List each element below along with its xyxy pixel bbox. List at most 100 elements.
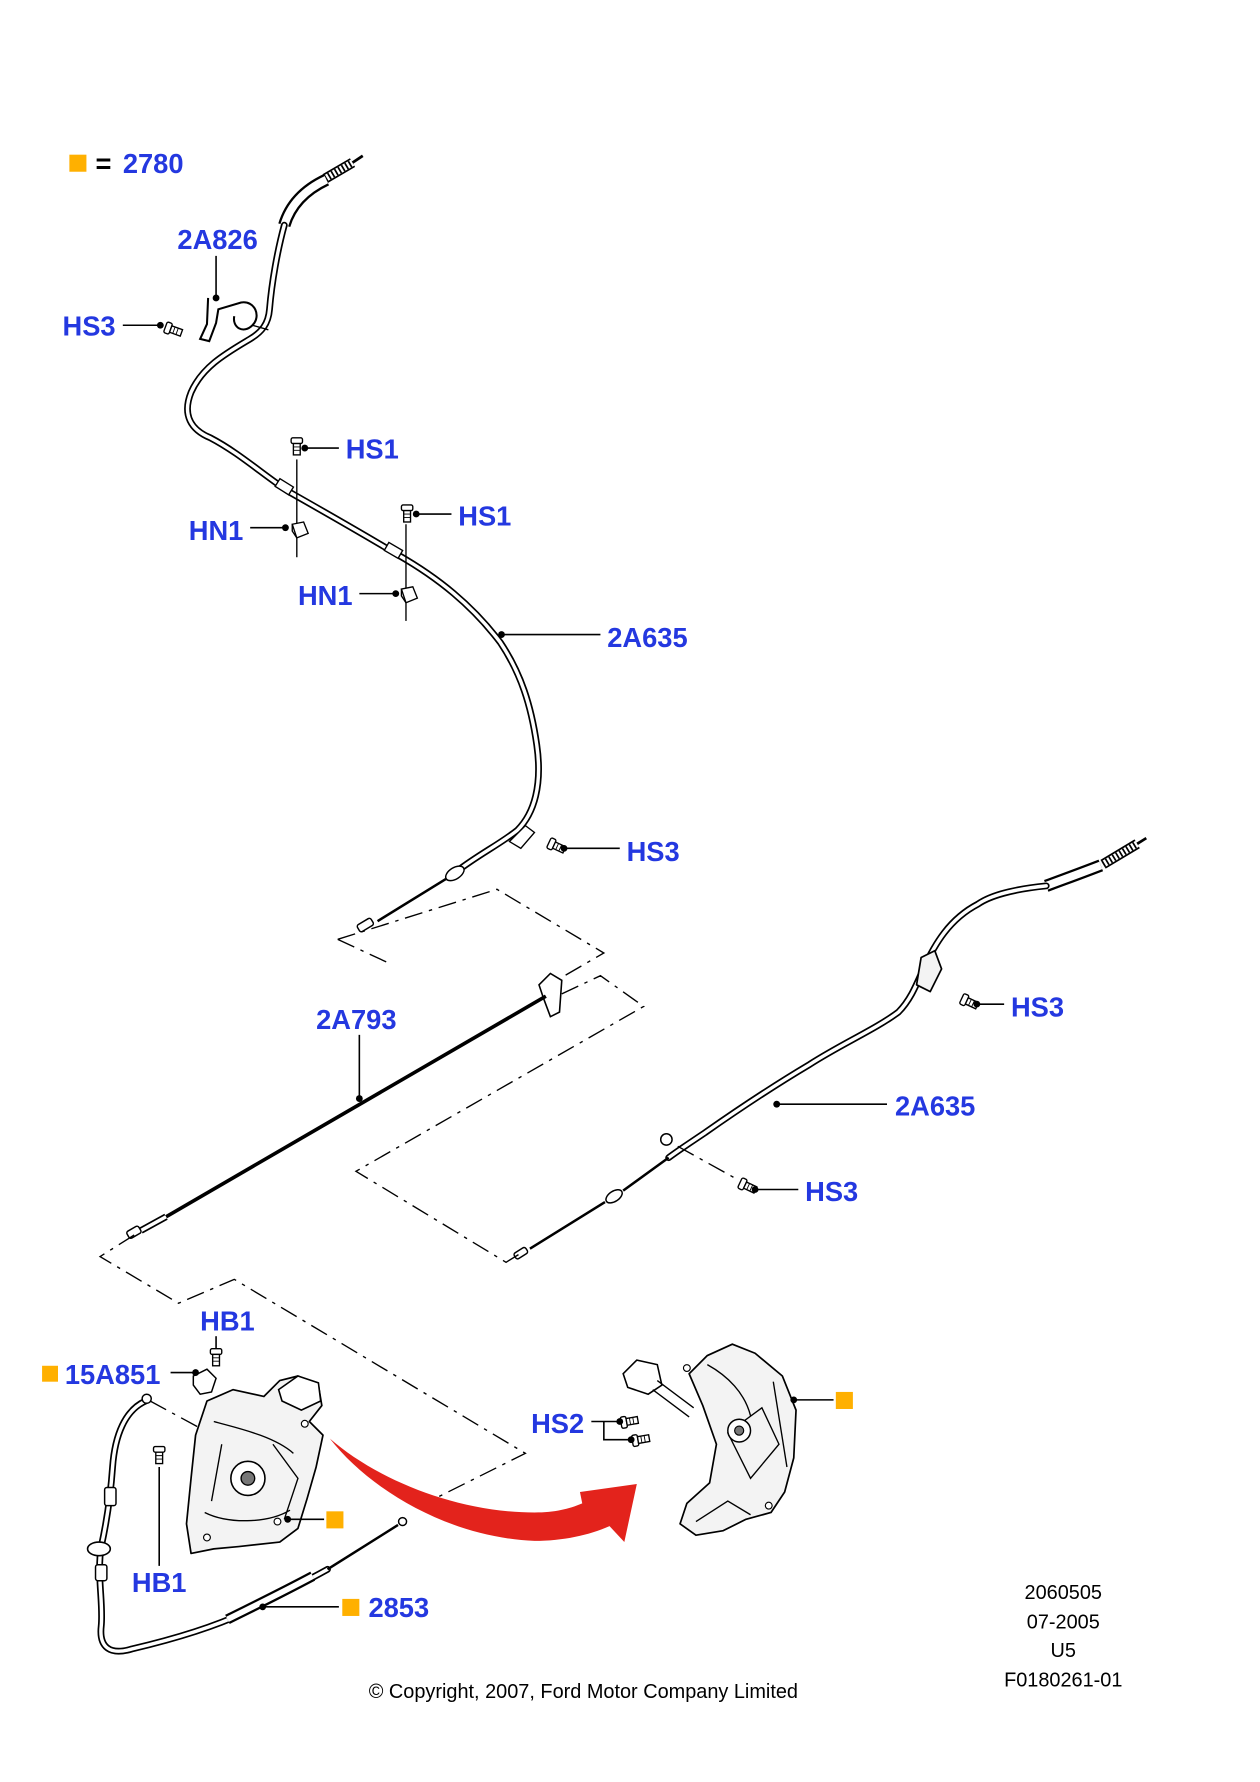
leader-dot xyxy=(973,1000,981,1008)
cable-end xyxy=(397,1516,408,1527)
reference-line: F0180261-01 xyxy=(1004,1669,1122,1691)
callout-rear-cable-lower-screw: HS3 xyxy=(751,1176,858,1207)
cable-bracket xyxy=(198,297,258,343)
cable-end-fitting xyxy=(356,917,375,933)
connection-line xyxy=(149,1400,206,1432)
nut-clip-icon xyxy=(291,521,309,539)
leader-dot xyxy=(790,1396,798,1404)
cable-bracket xyxy=(622,1359,663,1396)
leader-dot xyxy=(156,321,164,329)
orange-marker xyxy=(42,1365,58,1382)
screw-icon xyxy=(400,504,414,523)
callout-label: HS1 xyxy=(346,433,399,464)
callout-label: HS3 xyxy=(1011,992,1064,1023)
cable-stub xyxy=(652,1380,695,1418)
callout-label: 2A826 xyxy=(177,224,257,255)
callout-label: HS3 xyxy=(805,1176,858,1207)
ferrule xyxy=(103,1486,117,1507)
leader-dot xyxy=(751,1186,759,1193)
threaded-end-inner xyxy=(1101,840,1139,868)
bolt-icon xyxy=(209,1348,223,1367)
rivet xyxy=(273,1517,282,1526)
parking-brake-lever-detail xyxy=(619,1343,797,1537)
cable-end-fitting xyxy=(513,1246,529,1260)
callout-rear-cable-upper-screw: HS3 xyxy=(973,992,1064,1023)
parking-brake-lever-assembly xyxy=(152,1348,324,1555)
equalizer-bracket xyxy=(538,972,563,1018)
connection-line xyxy=(677,1145,740,1182)
leader-dot xyxy=(259,1603,267,1611)
bracket-to-cable xyxy=(252,324,269,331)
cable-sheath xyxy=(184,221,542,875)
leader-dot xyxy=(627,1436,635,1444)
direction-arrow xyxy=(329,1438,637,1543)
callout-label: HS1 xyxy=(458,500,511,531)
rivet xyxy=(682,1364,691,1373)
callout-label: HB1 xyxy=(132,1567,187,1598)
routing-bracket xyxy=(915,949,943,993)
ferrule xyxy=(94,1564,108,1582)
cable-sheath-inner xyxy=(185,223,541,873)
leader-dot xyxy=(212,294,220,302)
rivet xyxy=(764,1501,773,1510)
callout-label: 2A793 xyxy=(316,1004,396,1035)
plate-detail xyxy=(695,1364,788,1523)
pivot-hub xyxy=(734,1425,745,1436)
callout-lever-marker xyxy=(284,1511,344,1529)
leader-dot xyxy=(773,1100,781,1108)
orange-marker xyxy=(835,1391,853,1409)
callout-detail-lever-marker xyxy=(790,1391,853,1409)
connection-line xyxy=(337,938,387,963)
reference-line: 2060505 xyxy=(1025,1582,1102,1604)
lever-cable xyxy=(86,1393,408,1655)
callout-label: 15A851 xyxy=(65,1359,161,1390)
bolt-icon xyxy=(152,1445,166,1465)
callout-label: HS3 xyxy=(63,310,116,341)
orange-marker xyxy=(69,154,87,172)
callout-label: 2853 xyxy=(368,1592,429,1623)
ferrule xyxy=(444,865,465,882)
rod xyxy=(351,154,364,164)
leader-dot xyxy=(192,1369,200,1377)
callout-second-screw: HS1 xyxy=(412,500,511,531)
callout-top-bracket: 2A826 xyxy=(177,224,258,302)
leader-dot xyxy=(498,631,505,638)
leader-line xyxy=(591,1420,632,1441)
callout-lever-upper-bolt: HB1 xyxy=(200,1306,255,1349)
inner-cable xyxy=(529,1156,670,1250)
drawing-reference: 2060505 07-2005 U5 F0180261-01 xyxy=(1004,1582,1122,1692)
grommet xyxy=(86,1541,112,1557)
leader-dot xyxy=(412,510,420,518)
copyright-notice: © Copyright, 2007, Ford Motor Company Li… xyxy=(369,1681,798,1703)
sleeve xyxy=(383,541,404,560)
rear-parking-brake-cable xyxy=(513,836,1148,1260)
conduit-segment-inner xyxy=(226,1573,315,1622)
leader-dot xyxy=(282,524,289,532)
sleeve xyxy=(274,477,295,496)
rod xyxy=(1136,836,1148,845)
cable-end xyxy=(141,1393,152,1405)
eyelet xyxy=(659,1133,673,1146)
callout-label: 2A635 xyxy=(607,622,687,653)
nut-clip-icon xyxy=(400,586,419,604)
reference-line: U5 xyxy=(1051,1640,1076,1662)
rivet xyxy=(202,1533,211,1542)
leader-dot xyxy=(392,590,400,598)
callout-label: HN1 xyxy=(298,580,353,611)
conduit-end-inner xyxy=(280,176,329,227)
callout-lever-cable: 2853 xyxy=(259,1592,429,1623)
threads xyxy=(323,159,355,182)
connection-line xyxy=(337,888,606,979)
callout-label: HN1 xyxy=(189,515,244,546)
orange-marker xyxy=(326,1511,344,1529)
callout-front-cable: 2A635 xyxy=(498,622,688,653)
callout-first-screw: HS1 xyxy=(301,433,399,464)
cable-wire xyxy=(165,994,547,1219)
leader-dot xyxy=(355,1095,363,1102)
inner-cable xyxy=(326,1523,399,1571)
callout-second-nut: HN1 xyxy=(298,580,400,611)
connection-line xyxy=(354,974,645,1264)
rivet xyxy=(300,1419,309,1428)
leader-dot xyxy=(560,844,568,852)
